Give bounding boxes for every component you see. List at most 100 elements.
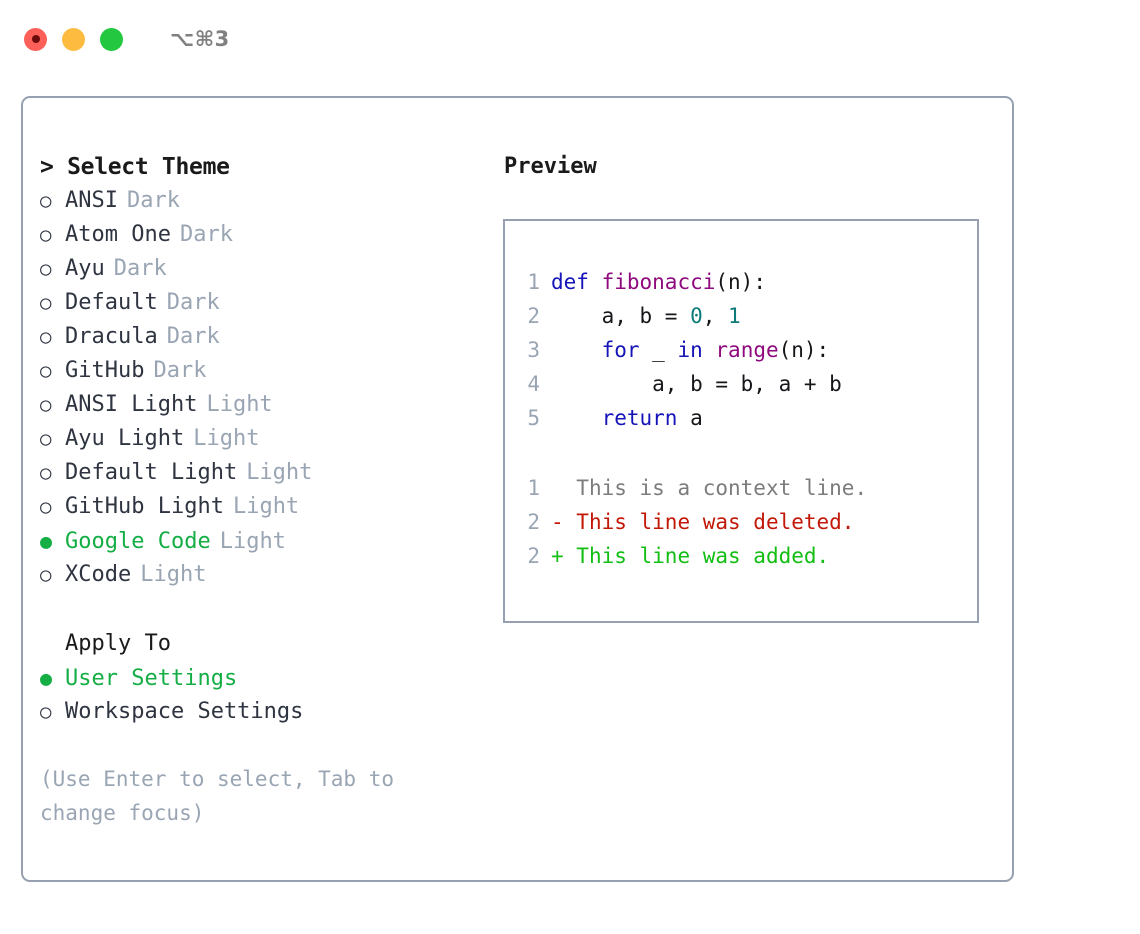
apply-to-group: Apply To ● User Settings ○ Workspace Settin… <box>40 627 503 729</box>
theme-option-google-code[interactable]: ● Google Code Light <box>40 524 503 558</box>
theme-kind-badge: Light <box>193 426 260 451</box>
theme-name-label: Ayu <box>65 256 105 281</box>
theme-name-label: ANSI Light <box>65 392 198 417</box>
apply-to-option-workspace-settings[interactable]: ○ Workspace Settings <box>40 695 503 729</box>
code-token-kw: in <box>677 338 703 362</box>
theme-kind-badge: Dark <box>166 290 220 315</box>
diff-sample-block: 1 This is a context line. 2- This line wa… <box>505 471 977 573</box>
radio-unselected-icon: ○ <box>40 394 52 416</box>
theme-option-dracula[interactable]: ○ Dracula Dark <box>40 320 503 354</box>
diff-marker <box>551 471 564 505</box>
line-number: 4 <box>527 372 540 396</box>
code-token-pl: _ <box>639 338 678 362</box>
line-number: 2 <box>527 544 540 568</box>
keyboard-hint-text: (Use Enter to select, Tab to change focu… <box>40 767 395 825</box>
code-token-pl: (n): <box>715 270 766 294</box>
code-line: 4 a, b = b, a + b <box>505 367 977 401</box>
apply-to-header: Apply To <box>65 631 171 656</box>
code-text: return a <box>551 401 703 435</box>
keyboard-shortcut-label: ⌥⌘3 <box>170 27 230 51</box>
theme-option-xcode[interactable]: ○ XCode Light <box>40 558 503 592</box>
radio-unselected-icon: ○ <box>40 496 52 518</box>
recording-indicator-icon <box>31 35 40 43</box>
apply-to-option-user-settings[interactable]: ● User Settings <box>40 661 503 695</box>
code-text: a, b = 0, 1 <box>551 299 741 333</box>
radio-unselected-icon: ○ <box>40 292 52 314</box>
theme-kind-badge: Light <box>232 494 300 519</box>
code-token-kw: def <box>551 270 589 294</box>
radio-selected-icon: ● <box>40 666 53 690</box>
diff-text: This line was deleted. <box>563 510 855 534</box>
code-token-pl <box>551 406 602 430</box>
radio-unselected-icon: ○ <box>40 564 52 586</box>
code-token-pl: a, b = <box>551 304 691 328</box>
radio-unselected-icon: ○ <box>40 326 52 348</box>
code-text: for _ in range(n): <box>551 333 830 367</box>
radio-selected-icon: ● <box>40 529 53 553</box>
minimize-window-button[interactable] <box>62 27 85 51</box>
diff-line-ctx: 1 This is a context line. <box>505 471 977 505</box>
code-text: def fibonacci(n): <box>551 265 766 299</box>
code-token-kw: return <box>601 406 678 430</box>
theme-kind-badge: Light <box>246 460 313 485</box>
theme-name-label: GitHub Light <box>65 494 224 519</box>
radio-unselected-icon: ○ <box>40 462 52 484</box>
titlebar: ⌥⌘3 <box>0 0 1140 78</box>
code-token-pl <box>589 270 602 294</box>
diff-marker: - <box>551 510 564 534</box>
diff-text: This line was added. <box>563 544 830 568</box>
theme-name-label: Default <box>65 290 158 315</box>
theme-option-github-light[interactable]: ○ GitHub Light Light <box>40 490 503 524</box>
close-window-button[interactable] <box>24 27 47 51</box>
select-theme-header: > Select Theme <box>40 154 230 180</box>
theme-option-default[interactable]: ○ Default Dark <box>40 286 503 320</box>
code-token-pl: a <box>677 406 703 430</box>
theme-option-ayu[interactable]: ○ Ayu Dark <box>40 252 503 286</box>
diff-marker: + <box>551 544 564 568</box>
theme-name-label: GitHub <box>65 358 145 383</box>
radio-unselected-icon: ○ <box>40 258 52 280</box>
theme-kind-badge: Light <box>219 529 286 554</box>
apply-to-label: User Settings <box>65 666 238 691</box>
radio-unselected-icon: ○ <box>40 428 52 450</box>
radio-unselected-icon: ○ <box>40 701 52 723</box>
code-token-pl: a, b = b, a + b <box>551 372 842 396</box>
apply-to-options: ● User Settings ○ Workspace Settings <box>40 661 503 729</box>
radio-unselected-icon: ○ <box>40 360 52 382</box>
line-number: 2 <box>527 510 540 534</box>
code-token-num: 0 <box>690 304 703 328</box>
code-token-num: 1 <box>728 304 741 328</box>
theme-kind-badge: Light <box>140 562 207 587</box>
code-token-fn: fibonacci <box>601 270 716 294</box>
code-line: 3 for _ in range(n): <box>505 333 977 367</box>
theme-name-label: Google Code <box>65 529 211 554</box>
theme-kind-badge: Dark <box>153 358 207 383</box>
code-line: 5 return a <box>505 401 977 435</box>
theme-kind-badge: Dark <box>113 256 167 281</box>
theme-name-label: XCode <box>65 562 132 587</box>
theme-kind-badge: Light <box>206 392 273 417</box>
code-token-pl: , <box>702 304 729 328</box>
theme-option-ansi-light[interactable]: ○ ANSI Light Light <box>40 388 503 422</box>
line-number: 5 <box>527 406 540 430</box>
theme-kind-badge: Dark <box>166 324 220 349</box>
theme-kind-badge: Dark <box>179 222 233 247</box>
theme-name-label: Dracula <box>65 324 158 349</box>
theme-kind-badge: Dark <box>126 188 180 213</box>
maximize-window-button[interactable] <box>100 27 123 51</box>
apply-to-label: Workspace Settings <box>65 699 304 724</box>
theme-option-github[interactable]: ○ GitHub Dark <box>40 354 503 388</box>
code-text: a, b = b, a + b <box>551 367 842 401</box>
radio-unselected-icon: ○ <box>40 190 52 212</box>
traffic-lights <box>24 27 123 51</box>
